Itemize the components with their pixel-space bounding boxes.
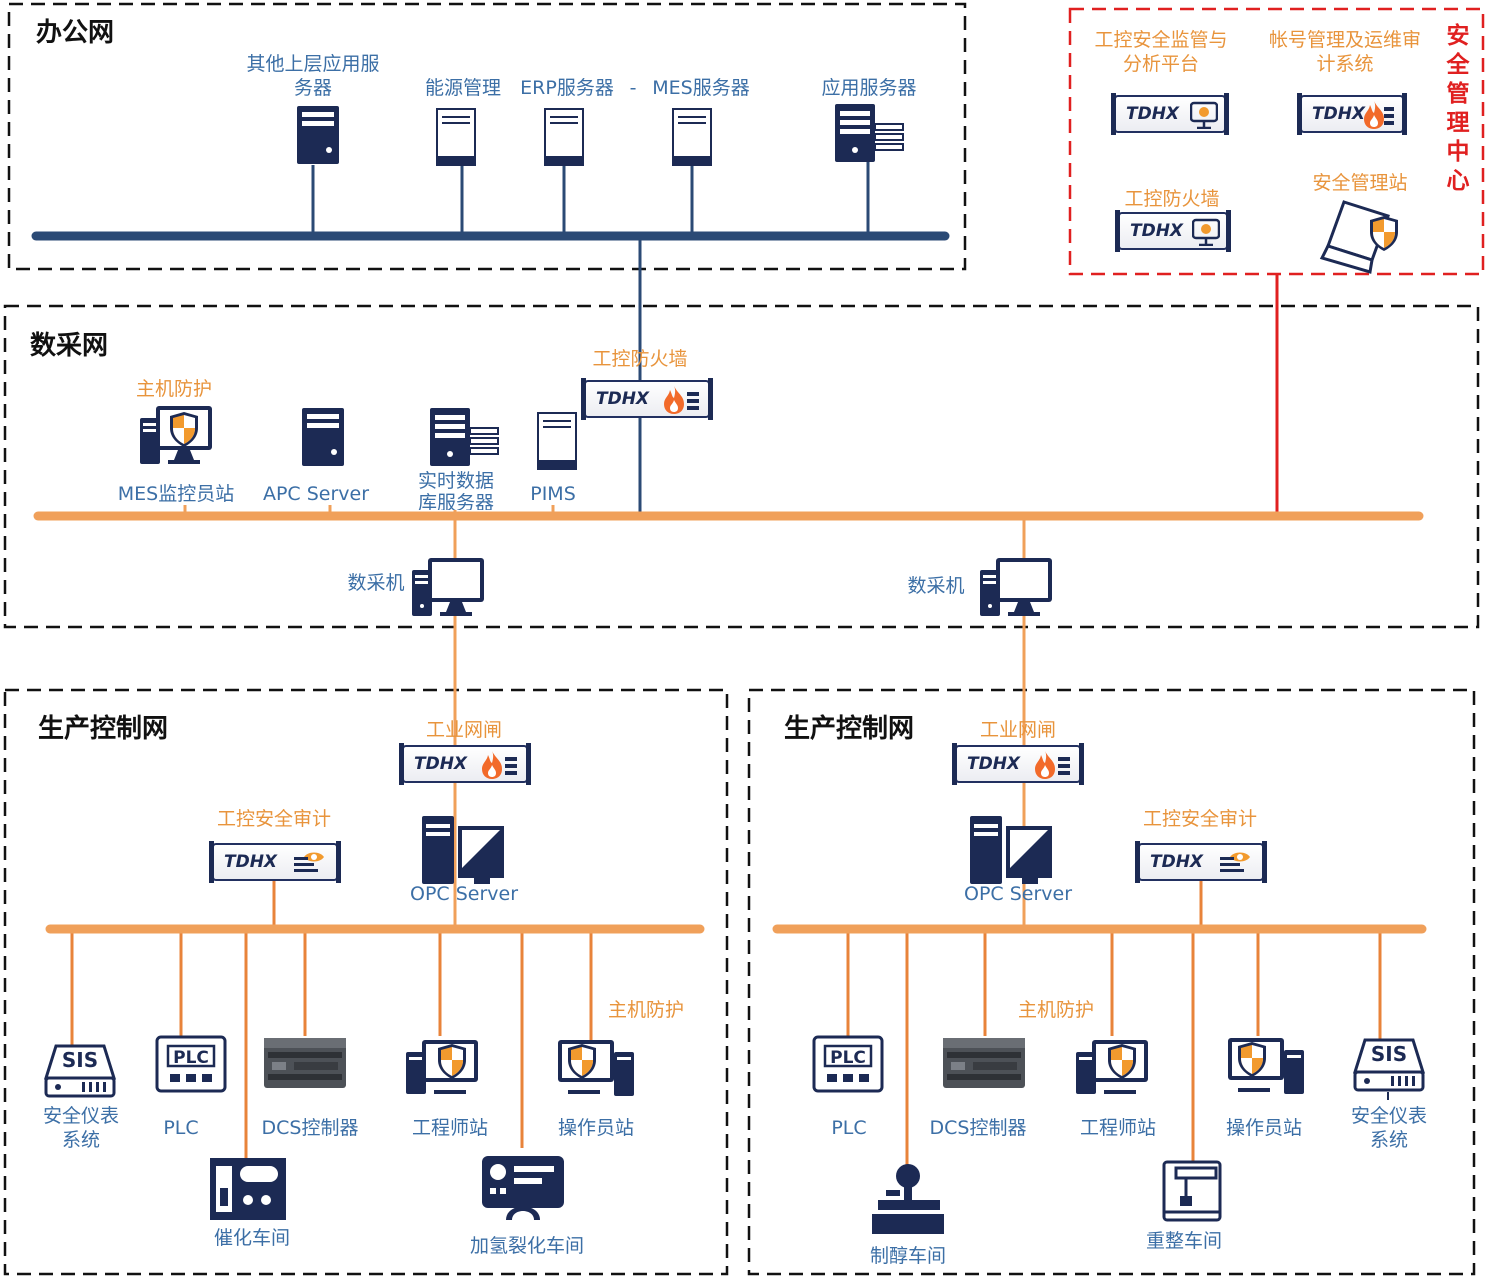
- right-drops: [846, 880, 1382, 1165]
- office-drops: [311, 162, 870, 236]
- prod-right-zone-title: 生产控制网: [784, 714, 915, 744]
- right-sis-label: 安全仪表系统: [1350, 1105, 1427, 1151]
- plc-left-badge: PLC: [173, 1048, 209, 1068]
- office-zone-title: 办公网: [36, 18, 115, 48]
- mes-monitor-icon: [140, 406, 212, 464]
- hand-monitor-icon: [1192, 218, 1220, 246]
- dcs-right-icon: [943, 1038, 1025, 1088]
- methanol-icon: [872, 1164, 944, 1234]
- dash-label: -: [629, 77, 637, 99]
- energy-label: 能源管理: [424, 77, 501, 99]
- left-sis-label: 安全仪表系统: [42, 1105, 119, 1151]
- plc-right-badge: PLC: [830, 1048, 866, 1068]
- other-app-server-icon: [297, 106, 339, 164]
- app-server-label: 应用服务器: [821, 77, 917, 99]
- left-audit-label: 工控安全审计: [216, 808, 331, 830]
- right-audit-appliance: TDHX: [1135, 841, 1267, 883]
- right-plc-label: PLC: [831, 1117, 867, 1139]
- mgmt-station-label: 安全管理站: [1312, 172, 1408, 194]
- right-operator-label: 操作员站: [1225, 1117, 1302, 1139]
- collector-right-icon: [980, 558, 1052, 616]
- security-firewall-appliance: TDHX: [1115, 210, 1231, 252]
- erp-server-icon: [544, 108, 584, 166]
- reforming-label: 重整车间: [1145, 1230, 1222, 1252]
- right-dcs-label: DCS控制器: [929, 1117, 1027, 1139]
- erp-label: ERP服务器: [520, 77, 614, 99]
- prod-right-zone: [747, 688, 1476, 1276]
- left-audit-appliance: TDHX: [209, 841, 341, 883]
- opc-left-icon: [422, 816, 504, 884]
- app-server-icon: [834, 103, 904, 163]
- apc-server-icon: [302, 408, 344, 466]
- pims-label: PIMS: [530, 483, 576, 505]
- collector-left-icon: [412, 558, 484, 616]
- flame-icon: [664, 386, 699, 414]
- hand-monitor-icon: [1190, 101, 1218, 129]
- operator-left-icon: [558, 1040, 634, 1096]
- operator-right-icon: [1228, 1038, 1304, 1094]
- office-zone: [7, 2, 967, 271]
- eye-icon: [1220, 852, 1250, 872]
- right-opc-label: OPC Server: [963, 883, 1073, 905]
- right-engineer-label: 工程师站: [1079, 1117, 1156, 1139]
- right-host-protect-label: 主机防护: [1017, 999, 1094, 1021]
- left-operator-label: 操作员站: [557, 1117, 634, 1139]
- apc-label: APC Server: [262, 483, 370, 505]
- collector-right-label: 数采机: [907, 575, 965, 597]
- left-gateway-label: 工业网闸: [425, 719, 502, 741]
- catalysis-label: 催化车间: [213, 1227, 290, 1249]
- collect-firewall-appliance: TDHX: [581, 378, 713, 420]
- left-host-protect-label: 主机防护: [607, 999, 684, 1021]
- eye-icon: [294, 852, 324, 872]
- hydrocrack-icon: [482, 1156, 564, 1220]
- laptop-icon: [1319, 200, 1398, 274]
- dcs-left-icon: [264, 1038, 346, 1088]
- left-plc-label: PLC: [163, 1117, 199, 1139]
- right-gateway-appliance: TDHX: [952, 743, 1084, 785]
- left-gateway-appliance: TDHX: [399, 743, 531, 785]
- energy-server-icon: [436, 108, 476, 166]
- rtdb-label: 实时数据库服务器: [417, 470, 494, 510]
- mes-label: MES服务器: [652, 77, 750, 99]
- collect-firewall-label: 工控防火墙: [592, 348, 688, 370]
- audit-platform-label: 工控安全监管与分析平台: [1094, 29, 1228, 75]
- sis-right-badge: SIS: [1370, 1042, 1408, 1066]
- left-drops: [70, 880, 593, 1160]
- left-dcs-label: DCS控制器: [261, 1117, 359, 1139]
- collect-zone: [3, 304, 1480, 629]
- reforming-icon: [1162, 1160, 1222, 1222]
- collector-left-label: 数采机: [347, 572, 405, 594]
- opc-right-icon: [970, 816, 1052, 884]
- catalysis-icon: [210, 1158, 286, 1220]
- hydrocrack-label: 加氢裂化车间: [469, 1235, 584, 1257]
- left-opc-label: OPC Server: [409, 883, 519, 905]
- collect-zone-title: 数采网: [30, 331, 109, 361]
- rtdb-server-icon: [429, 407, 499, 467]
- methanol-label: 制醇车间: [869, 1245, 946, 1267]
- account-audit-label: 帐号管理及运维审计系统: [1268, 29, 1421, 75]
- account-audit-appliance: TDHX: [1297, 93, 1407, 135]
- engineer-left-icon: [406, 1040, 478, 1094]
- engineer-right-icon: [1076, 1040, 1148, 1094]
- security-zone-title: 安全管理中心: [1446, 23, 1470, 194]
- flame-icon: [1035, 751, 1070, 779]
- right-gateway-label: 工业网闸: [979, 719, 1056, 741]
- collect-host-protect-label: 主机防护: [135, 378, 212, 400]
- security-platform-appliance: TDHX: [1111, 93, 1229, 135]
- mes-monitor-label: MES监控员站: [117, 483, 235, 505]
- pims-server-icon: [537, 412, 577, 470]
- prod-left-zone: [3, 688, 729, 1276]
- prod-left-zone-title: 生产控制网: [38, 714, 169, 744]
- sis-left-badge: SIS: [61, 1048, 99, 1072]
- left-engineer-label: 工程师站: [411, 1117, 488, 1139]
- other-app-server-label: 其他上层应用服务器: [246, 53, 380, 99]
- flame-icon: [482, 751, 517, 779]
- right-audit-label: 工控安全审计: [1142, 808, 1257, 830]
- security-firewall-label: 工控防火墙: [1124, 188, 1220, 210]
- flame-icon: [1364, 101, 1394, 129]
- mes-server-icon: [672, 108, 712, 166]
